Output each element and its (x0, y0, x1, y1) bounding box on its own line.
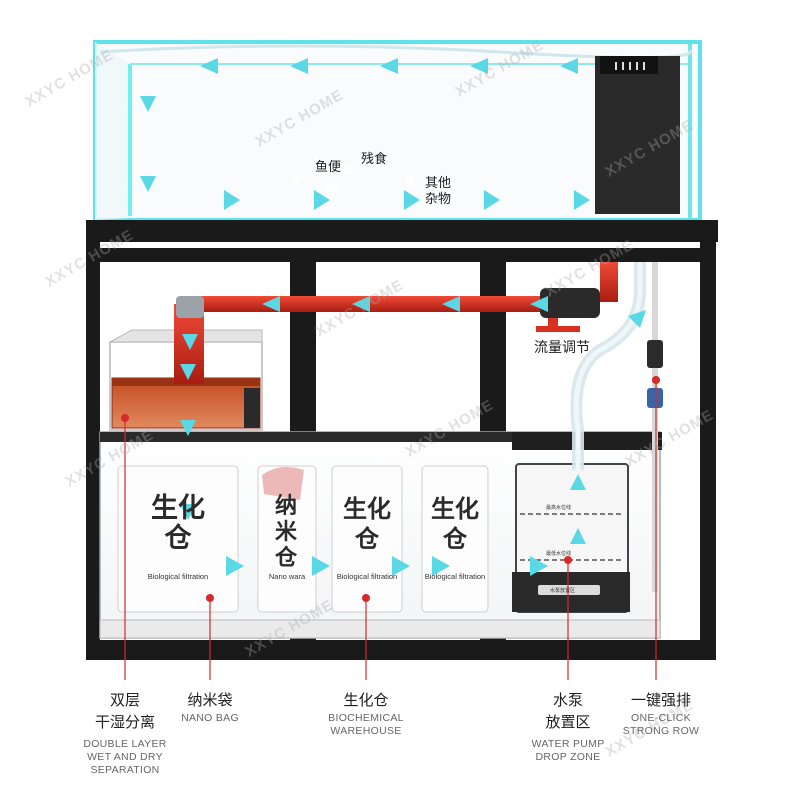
stand-top (86, 220, 718, 242)
bio3-label-en: Biological filtration (424, 572, 486, 581)
other-debris-label-1: 其他 (424, 176, 451, 191)
bio1-label-en: Biological filtration (147, 572, 209, 581)
chamber-nano (257, 465, 317, 613)
chamber-bio3 (421, 465, 489, 613)
pump-max-waterline: 最高水位线 (546, 505, 572, 511)
return-pipe (174, 262, 618, 384)
drain-pipe (652, 262, 658, 592)
bio3-label-cn: 生化仓 (431, 495, 479, 553)
chamber-bio1 (117, 465, 239, 613)
flow-control-label: 流量调节 (534, 340, 590, 356)
nano-label-cn: 纳米仓 (274, 494, 297, 571)
chamber-pump (512, 463, 630, 613)
debris-bubbles (294, 157, 415, 197)
fish-waste-label: 鱼便 (314, 160, 341, 175)
bio1-label-cn: 生化仓 (151, 493, 205, 554)
nano-bag (262, 466, 304, 500)
leftover-food-label: 残食 (360, 152, 387, 167)
flow-arrows (140, 58, 646, 576)
pump-zone-tag: 水泵放置区 (550, 588, 576, 594)
flow-valve (540, 288, 600, 318)
pump-min-waterline: 最低水位线 (546, 551, 572, 557)
overflow-box (595, 56, 680, 214)
nano-label-en: Nano wara (268, 572, 306, 581)
other-debris-label-2: 杂物 (424, 192, 451, 207)
chamber-bio2 (331, 465, 403, 613)
bio2-label-cn: 生化仓 (343, 495, 391, 553)
callout-lines (121, 376, 660, 680)
bio2-label-en: Biological filtration (336, 572, 398, 581)
